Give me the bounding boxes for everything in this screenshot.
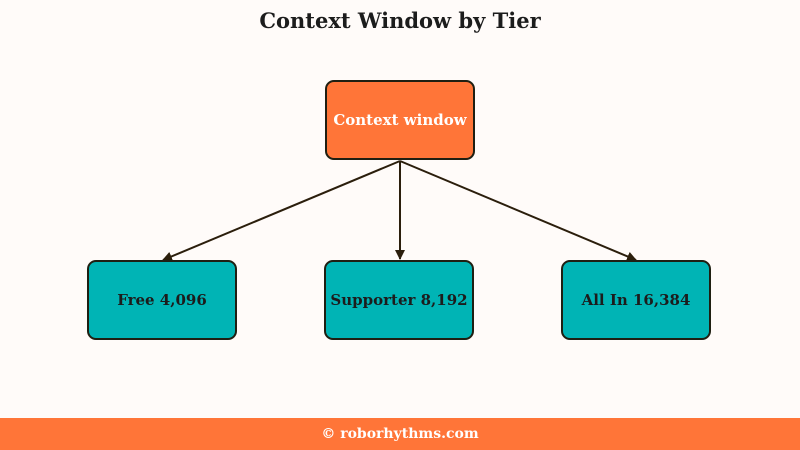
tier-node-supporter: Supporter 8,192 — [324, 260, 474, 340]
root-node-context-window: Context window — [325, 80, 475, 160]
tier-node-label: All In 16,384 — [581, 291, 691, 309]
edge-to-free — [162, 160, 401, 262]
tier-node-all-in: All In 16,384 — [561, 260, 711, 340]
tier-node-label: Free 4,096 — [117, 291, 207, 309]
root-node-label: Context window — [333, 111, 467, 129]
edge-to-all-in — [399, 160, 637, 262]
tier-node-free: Free 4,096 — [87, 260, 237, 340]
footer-copyright: © roborhythms.com — [321, 426, 479, 442]
footer-bar: © roborhythms.com — [0, 418, 800, 450]
tier-node-label: Supporter 8,192 — [330, 291, 468, 309]
diagram-title: Context Window by Tier — [259, 8, 541, 33]
